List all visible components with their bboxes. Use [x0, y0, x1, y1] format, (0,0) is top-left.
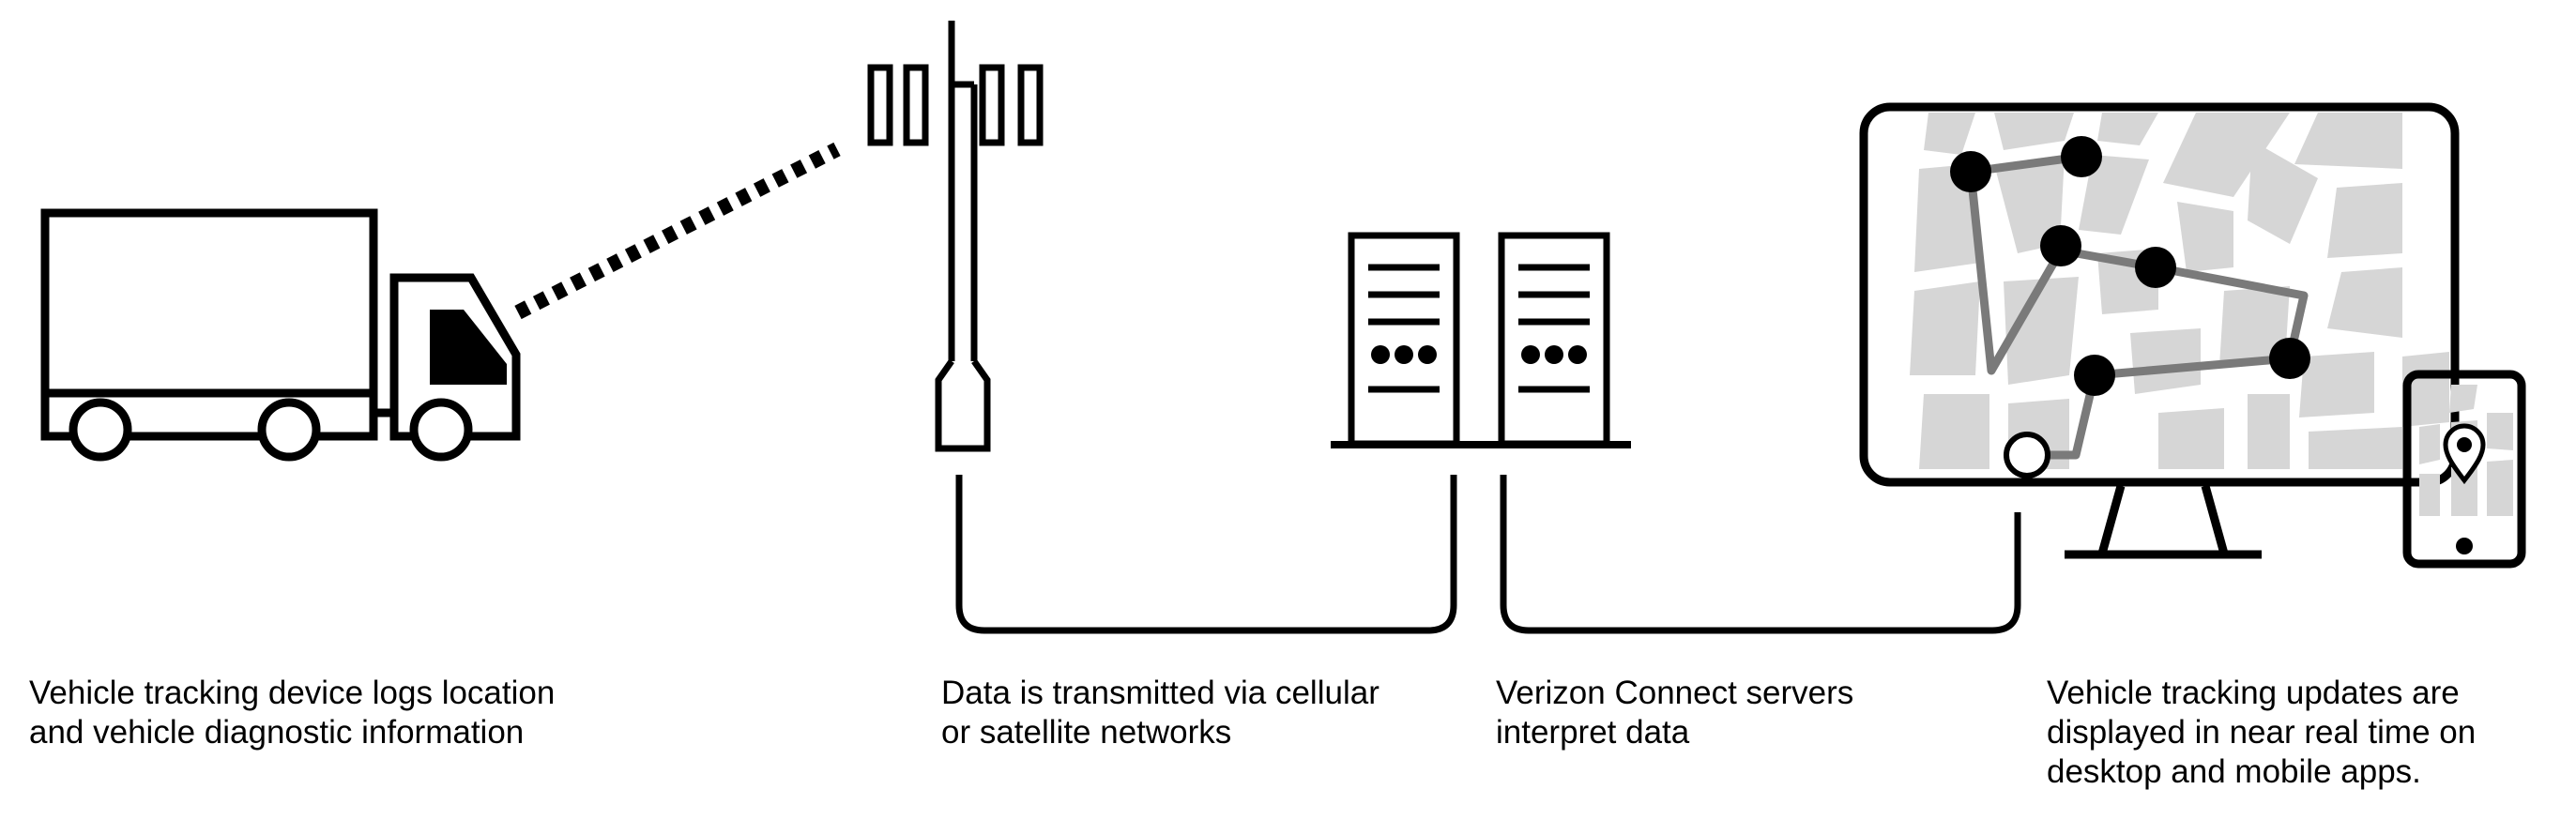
caption-data-transmitted: Data is transmitted via cellular or sate… — [941, 674, 1379, 752]
desktop-monitor-icon — [1859, 102, 2460, 559]
caption-line: Vehicle tracking updates are — [2047, 675, 2460, 711]
caption-line: or satellite networks — [941, 714, 1232, 751]
signal-beam-icon — [514, 142, 841, 320]
caption-device-logs: Vehicle tracking device logs location an… — [29, 674, 555, 752]
connection-lines — [955, 475, 2021, 634]
caption-line: displayed in near real time on — [2047, 714, 2477, 751]
cell-tower-icon — [867, 21, 1044, 452]
caption-servers-interpret: Verizon Connect servers interpret data — [1496, 674, 1853, 752]
caption-line: Data is transmitted via cellular — [941, 675, 1379, 711]
location-pin-icon — [2443, 423, 2486, 485]
caption-line: and vehicle diagnostic information — [29, 714, 525, 751]
caption-tracking-updates: Vehicle tracking updates are displayed i… — [2047, 674, 2476, 792]
server-rack-icon — [1331, 232, 1631, 448]
caption-line: Vehicle tracking device logs location — [29, 675, 556, 711]
caption-line: interpret data — [1496, 714, 1690, 751]
smartphone-icon — [2402, 370, 2526, 569]
map-route-icon — [1910, 113, 2449, 478]
caption-line: desktop and mobile apps. — [2047, 753, 2421, 790]
truck-icon — [40, 208, 521, 462]
caption-line: Verizon Connect servers — [1496, 675, 1854, 711]
